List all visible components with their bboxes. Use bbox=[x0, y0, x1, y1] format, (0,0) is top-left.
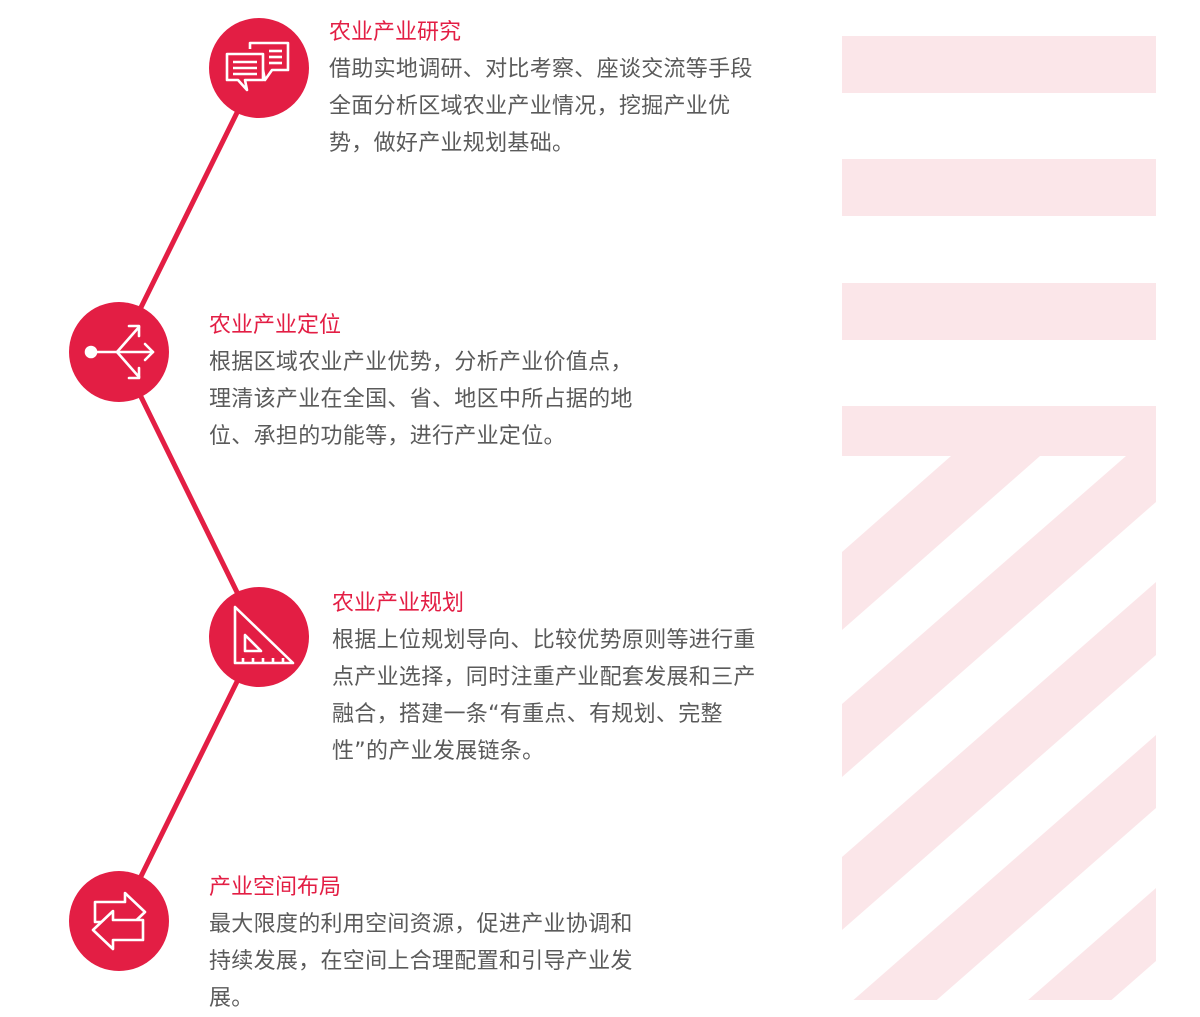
step-planning: 农业产业规划 根据上位规划导向、比较优势原则等进行重点产业选择，同时注重产业配套… bbox=[332, 589, 892, 770]
step-node-research bbox=[209, 18, 309, 118]
exchange-arrows-icon bbox=[91, 891, 147, 951]
pattern-bar bbox=[842, 283, 1156, 340]
step-description: 根据区域农业产业优势，分析产业价值点，理清该产业在全国、省、地区中所占据的地位、… bbox=[209, 350, 633, 449]
pattern-diagonal-stripes bbox=[842, 406, 1156, 1000]
step-node-spatial-layout bbox=[69, 871, 169, 971]
step-positioning: 农业产业定位 根据区域农业产业优势，分析产业价值点，理清该产业在全国、省、地区中… bbox=[209, 311, 769, 455]
chat-bubbles-icon bbox=[225, 41, 290, 92]
step-description: 借助实地调研、对比考察、座谈交流等手段全面分析区域农业产业情况，挖掘产业优势，做… bbox=[329, 57, 753, 156]
step-title: 农业产业规划 bbox=[332, 591, 465, 616]
step-title: 农业产业定位 bbox=[209, 313, 342, 338]
step-spatial-layout: 产业空间布局 最大限度的利用空间资源，促进产业协调和持续发展，在空间上合理配置和… bbox=[209, 873, 769, 1017]
step-description: 最大限度的利用空间资源，促进产业协调和持续发展，在空间上合理配置和引导产业发展。 bbox=[209, 912, 633, 1011]
pattern-bar bbox=[842, 36, 1156, 93]
pattern-bar bbox=[842, 159, 1156, 216]
step-node-planning bbox=[209, 587, 309, 687]
set-square-ruler-icon bbox=[233, 605, 295, 665]
step-node-positioning bbox=[69, 302, 169, 402]
branching-arrows-icon bbox=[84, 324, 155, 380]
step-research: 农业产业研究 借助实地调研、对比考察、座谈交流等手段全面分析区域农业产业情况，挖… bbox=[329, 18, 889, 162]
step-title: 产业空间布局 bbox=[209, 875, 342, 900]
step-title: 农业产业研究 bbox=[329, 20, 462, 45]
step-description: 根据上位规划导向、比较优势原则等进行重点产业选择，同时注重产业配套发展和三产融合… bbox=[332, 628, 756, 764]
